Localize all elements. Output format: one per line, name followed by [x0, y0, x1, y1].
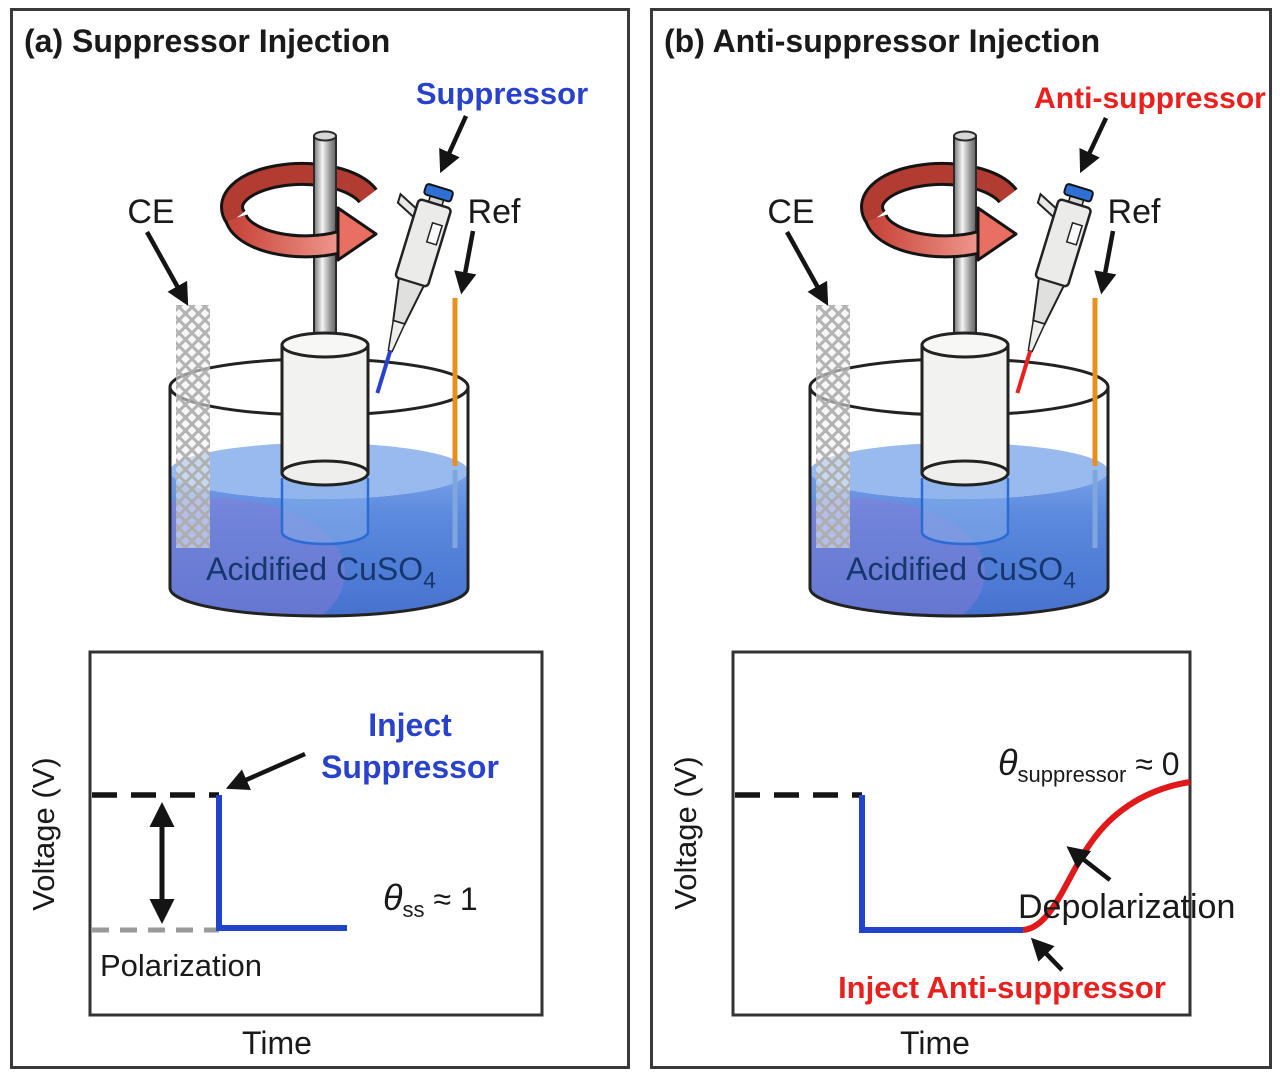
inject-annotation-arrow [1030, 937, 1064, 972]
submerged-electrode-outline [920, 478, 1010, 546]
pipette-cap [423, 183, 454, 203]
rde-cylinder-bottom [280, 459, 370, 487]
voltage-trace-blue [216, 795, 347, 931]
graph-box [731, 650, 1192, 1017]
counter-electrode-mesh [176, 305, 210, 548]
submerged-electrode-outline [280, 478, 370, 546]
apparatus-b: Anti-suppressor CE Ref Acidified CuSO4 [767, 82, 1266, 618]
inject-annotation-line1: Inject [368, 707, 452, 743]
pipette [375, 183, 454, 394]
solution-label-main: Acidified CuSO [206, 551, 423, 587]
injection-label: Anti-suppressor [1034, 82, 1266, 115]
counter-electrode-label: CE [127, 193, 174, 231]
ce-label-arrow [145, 230, 189, 306]
beaker-wall [168, 387, 470, 618]
rde-cylinder-top [920, 331, 1010, 359]
beaker-wall [808, 387, 1110, 618]
rde-cylinder-bottom [920, 459, 1010, 487]
pipette-tip-liquid [1015, 350, 1033, 394]
rotation-arrow-back [223, 165, 376, 224]
graph-a: Voltage (V) Time Inject Suppressor θss ≈… [26, 650, 544, 1061]
theta-suppressor-annotation: θsuppressor ≈ 0 [998, 742, 1180, 787]
theta-ss-annotation: θss ≈ 1 [383, 877, 478, 922]
voltage-trace-blue [859, 795, 1023, 933]
rde-cylinder [280, 343, 370, 475]
inject-annotation: Inject Anti-suppressor [838, 970, 1166, 1005]
depolarization-arrow [1066, 846, 1112, 882]
rotation-arrowhead-icon [976, 206, 1018, 262]
injection-label: Suppressor [416, 76, 588, 111]
panel-b: (b) Anti-suppressor Injection [650, 8, 1272, 1069]
solution-label-subscript: 4 [423, 567, 436, 593]
pipette-window [1065, 221, 1084, 246]
solution-label-subscript: 4 [1063, 567, 1076, 593]
polarization-label: Polarization [100, 948, 262, 983]
theta-symbol: θ [998, 742, 1018, 783]
rotation-arrow-front [867, 214, 983, 256]
injection-label-arrow [1079, 117, 1109, 174]
pipette-window [425, 221, 444, 246]
graph-b: Voltage (V) Time θsuppressor ≈ 0 Depolar… [668, 650, 1235, 1061]
rotation-arrow-back [863, 165, 1016, 224]
theta-subscript: ss [403, 897, 425, 922]
ce-label-arrow [785, 230, 829, 306]
solution-purple-tint [810, 498, 985, 616]
theta-value: ≈ 1 [425, 881, 478, 917]
rde-cylinder [920, 343, 1010, 475]
x-axis-label: Time [242, 1025, 312, 1061]
theta-subscript: suppressor [1018, 762, 1127, 787]
pipette-tip-liquid [375, 350, 393, 394]
pipette-tip-cone [1027, 319, 1046, 353]
y-axis-label: Voltage (V) [668, 756, 703, 909]
solution-label: Acidified CuSO4 [206, 551, 436, 593]
reference-electrode-label: Ref [1108, 193, 1161, 231]
rotation-arrowhead-icon [336, 206, 378, 262]
reference-electrode-label: Ref [468, 193, 521, 231]
solution-label-main: Acidified CuSO [846, 551, 1063, 587]
x-axis-label: Time [900, 1025, 970, 1061]
y-axis-label: Voltage (V) [26, 757, 61, 910]
solution-label: Acidified CuSO4 [846, 551, 1076, 593]
inject-annotation-arrow [225, 751, 306, 791]
ref-label-arrow [1094, 230, 1117, 295]
theta-symbol: θ [383, 877, 403, 918]
panel-b-title: (b) Anti-suppressor Injection [664, 23, 1100, 59]
solution-purple-tint [170, 498, 345, 616]
theta-value: ≈ 0 [1126, 746, 1179, 782]
rde-cylinder-top [280, 331, 370, 359]
panel-a-title: (a) Suppressor Injection [24, 23, 390, 59]
electrode-shaft-top [313, 130, 337, 142]
inject-annotation-line2: Suppressor [321, 749, 499, 785]
pipette-cap [1063, 183, 1094, 203]
electrode-shaft-top [953, 130, 977, 142]
pipette [1015, 183, 1094, 394]
counter-electrode-label: CE [767, 193, 814, 231]
counter-electrode-mesh [816, 305, 850, 548]
apparatus-a: Suppressor CE Ref Acidified CuSO4 [127, 76, 588, 618]
injection-label-arrow [439, 115, 469, 174]
panel-a: (a) Suppressor Injection [10, 8, 630, 1069]
rotation-arrow-front [227, 214, 343, 256]
depolarization-label: Depolarization [1018, 888, 1235, 926]
voltage-trace-red-depolarization [1022, 779, 1191, 933]
ref-label-arrow [454, 230, 477, 295]
